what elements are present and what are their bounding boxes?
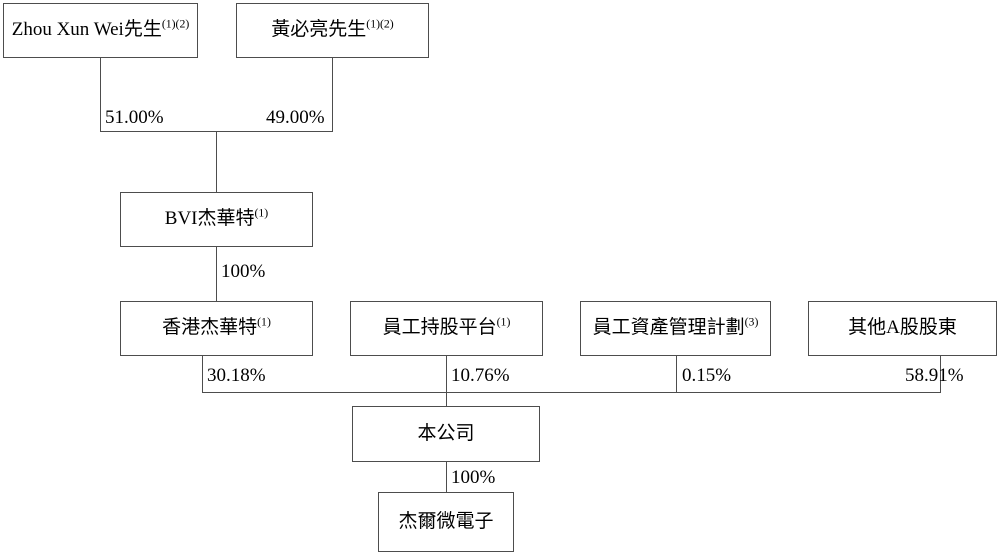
edge-label-esop-company: 10.76%	[451, 365, 510, 386]
node-bvi-jiehuate[interactable]: BVI杰華特(1)	[120, 192, 313, 247]
node-our-company[interactable]: 本公司	[352, 406, 540, 462]
edge-label-amplan-company: 0.15%	[682, 365, 732, 386]
edge-bvi-to-hk-vertical	[216, 246, 217, 301]
node-label-our-company: 本公司	[417, 422, 475, 445]
edge-label-company-jer: 100%	[451, 467, 496, 488]
node-sup-employee-asset-management-plan: (3)	[744, 315, 759, 329]
node-label-huang-bi-liang: 黃必亮先生(1)(2)	[271, 17, 394, 41]
edge-joiner-to-bvi-stem	[216, 131, 217, 192]
node-text-jer-microelectronics: 杰爾微電子	[398, 510, 494, 532]
node-sup-huang-bi-liang: (1)(2)	[366, 17, 394, 31]
edge-label-huang-bvi: 49.00%	[266, 107, 325, 128]
node-label-employee-shareholding-platform: 員工持股平台(1)	[382, 315, 511, 339]
node-label-zhou-xun-wei: Zhou Xun Wei先生(1)(2)	[11, 17, 190, 41]
node-other-a-shareholders[interactable]: 其他A股股東	[808, 301, 997, 356]
node-label-bvi-jiehuate: BVI杰華特(1)	[164, 206, 269, 230]
edge-amplan-to-junction-vertical	[676, 356, 677, 393]
node-label-jer-microelectronics: 杰爾微電子	[398, 510, 494, 533]
edge-label-othera-company: 58.91%	[905, 365, 964, 386]
edge-zhou-to-bvi-vertical	[100, 57, 101, 132]
edge-bus-to-company-stem	[446, 392, 447, 406]
node-jer-microelectronics[interactable]: 杰爾微電子	[378, 492, 514, 552]
node-zhou-xun-wei[interactable]: Zhou Xun Wei先生(1)(2)	[3, 3, 198, 58]
edge-main-horizontal-bus	[202, 392, 941, 393]
node-text-huang-bi-liang: 黃必亮先生	[271, 19, 367, 41]
edge-esop-to-junction-vertical	[446, 356, 447, 393]
edge-label-hk-company: 30.18%	[207, 365, 266, 386]
node-sup-bvi-jiehuate: (1)	[254, 206, 269, 220]
node-hongkong-jiehuate[interactable]: 香港杰華特(1)	[120, 301, 313, 356]
node-sup-employee-shareholding-platform: (1)	[496, 315, 511, 329]
node-sup-hongkong-jiehuate: (1)	[257, 315, 271, 329]
node-text-other-a-shareholders: 其他A股股東	[848, 317, 957, 339]
edge-hk-to-junction-vertical	[202, 356, 203, 393]
node-text-employee-asset-management-plan: 員工資產管理計劃	[592, 317, 745, 339]
edge-label-zhou-bvi: 51.00%	[105, 107, 164, 128]
node-text-zhou-xun-wei: Zhou Xun Wei先生	[11, 19, 162, 41]
node-label-employee-asset-management-plan: 員工資產管理計劃(3)	[592, 315, 759, 339]
node-text-bvi-jiehuate: BVI杰華特	[164, 208, 255, 230]
node-label-other-a-shareholders: 其他A股股東	[848, 317, 957, 339]
node-text-our-company: 本公司	[417, 422, 475, 444]
node-employee-shareholding-platform[interactable]: 員工持股平台(1)	[350, 301, 543, 356]
node-text-employee-shareholding-platform: 員工持股平台	[382, 317, 497, 339]
node-huang-bi-liang[interactable]: 黃必亮先生(1)(2)	[236, 3, 429, 58]
node-employee-asset-management-plan[interactable]: 員工資產管理計劃(3)	[580, 301, 771, 356]
edge-othera-to-junction-vertical	[940, 356, 941, 393]
node-text-hongkong-jiehuate: 香港杰華特	[162, 317, 258, 339]
edge-company-to-jer-vertical	[446, 462, 447, 492]
edge-label-bvi-hk: 100%	[221, 261, 266, 282]
edge-huang-to-bvi-vertical	[332, 57, 333, 132]
node-label-hongkong-jiehuate: 香港杰華特(1)	[162, 315, 271, 339]
node-sup-zhou-xun-wei: (1)(2)	[161, 17, 190, 31]
